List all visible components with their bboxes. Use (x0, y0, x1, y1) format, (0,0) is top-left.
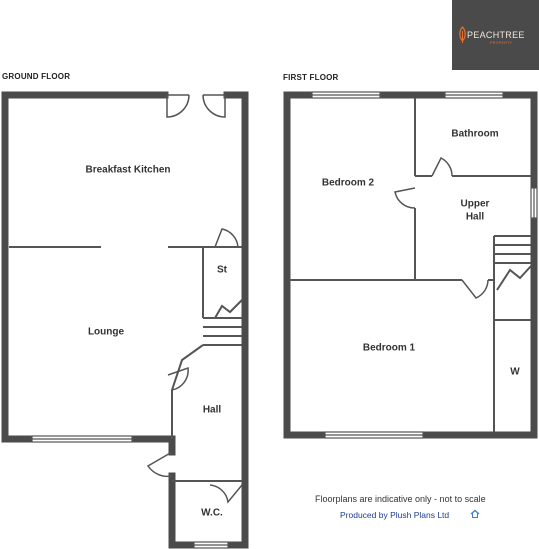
ground-floor-inner-walls (9, 246, 243, 482)
room-breakfast-kitchen: Breakfast Kitchen (85, 164, 171, 176)
room-store: St (217, 264, 227, 276)
company-logo: PEACHTREE PROPERTY (452, 0, 539, 70)
disclaimer-text: Floorplans are indicative only - not to … (315, 494, 486, 504)
first-floor-walls (283, 91, 538, 439)
room-bedroom-2: Bedroom 2 (321, 177, 375, 189)
french-doors (166, 94, 226, 118)
peach-leaf-icon (459, 26, 466, 43)
logo-subtitle: PROPERTY (490, 41, 513, 45)
logo-name: PEACHTREE (467, 30, 525, 40)
first-floor-doors (394, 156, 489, 299)
ground-floor-title: GROUND FLOOR (2, 72, 71, 81)
room-lounge: Lounge (87, 326, 125, 338)
ground-floor-doors (146, 228, 243, 504)
room-bathroom: Bathroom (451, 128, 499, 140)
ground-floor-walls (1, 91, 249, 549)
first-floor-title: FIRST FLOOR (283, 73, 339, 82)
first-floor-inner-walls (290, 98, 532, 432)
credit-text: Produced by Plush Plans Ltd (340, 510, 450, 520)
ground-floor-windows (31, 435, 229, 549)
room-hall: Hall (202, 404, 222, 416)
first-floor-windows (311, 91, 538, 439)
room-bedroom-1: Bedroom 1 (362, 342, 416, 354)
room-upper-hall-line1: Upper (460, 198, 490, 210)
room-wardrobe: W (510, 366, 520, 378)
room-wc: W.C. (201, 507, 223, 519)
room-upper-hall-line2: Hall (465, 211, 485, 223)
house-icon (470, 509, 480, 519)
